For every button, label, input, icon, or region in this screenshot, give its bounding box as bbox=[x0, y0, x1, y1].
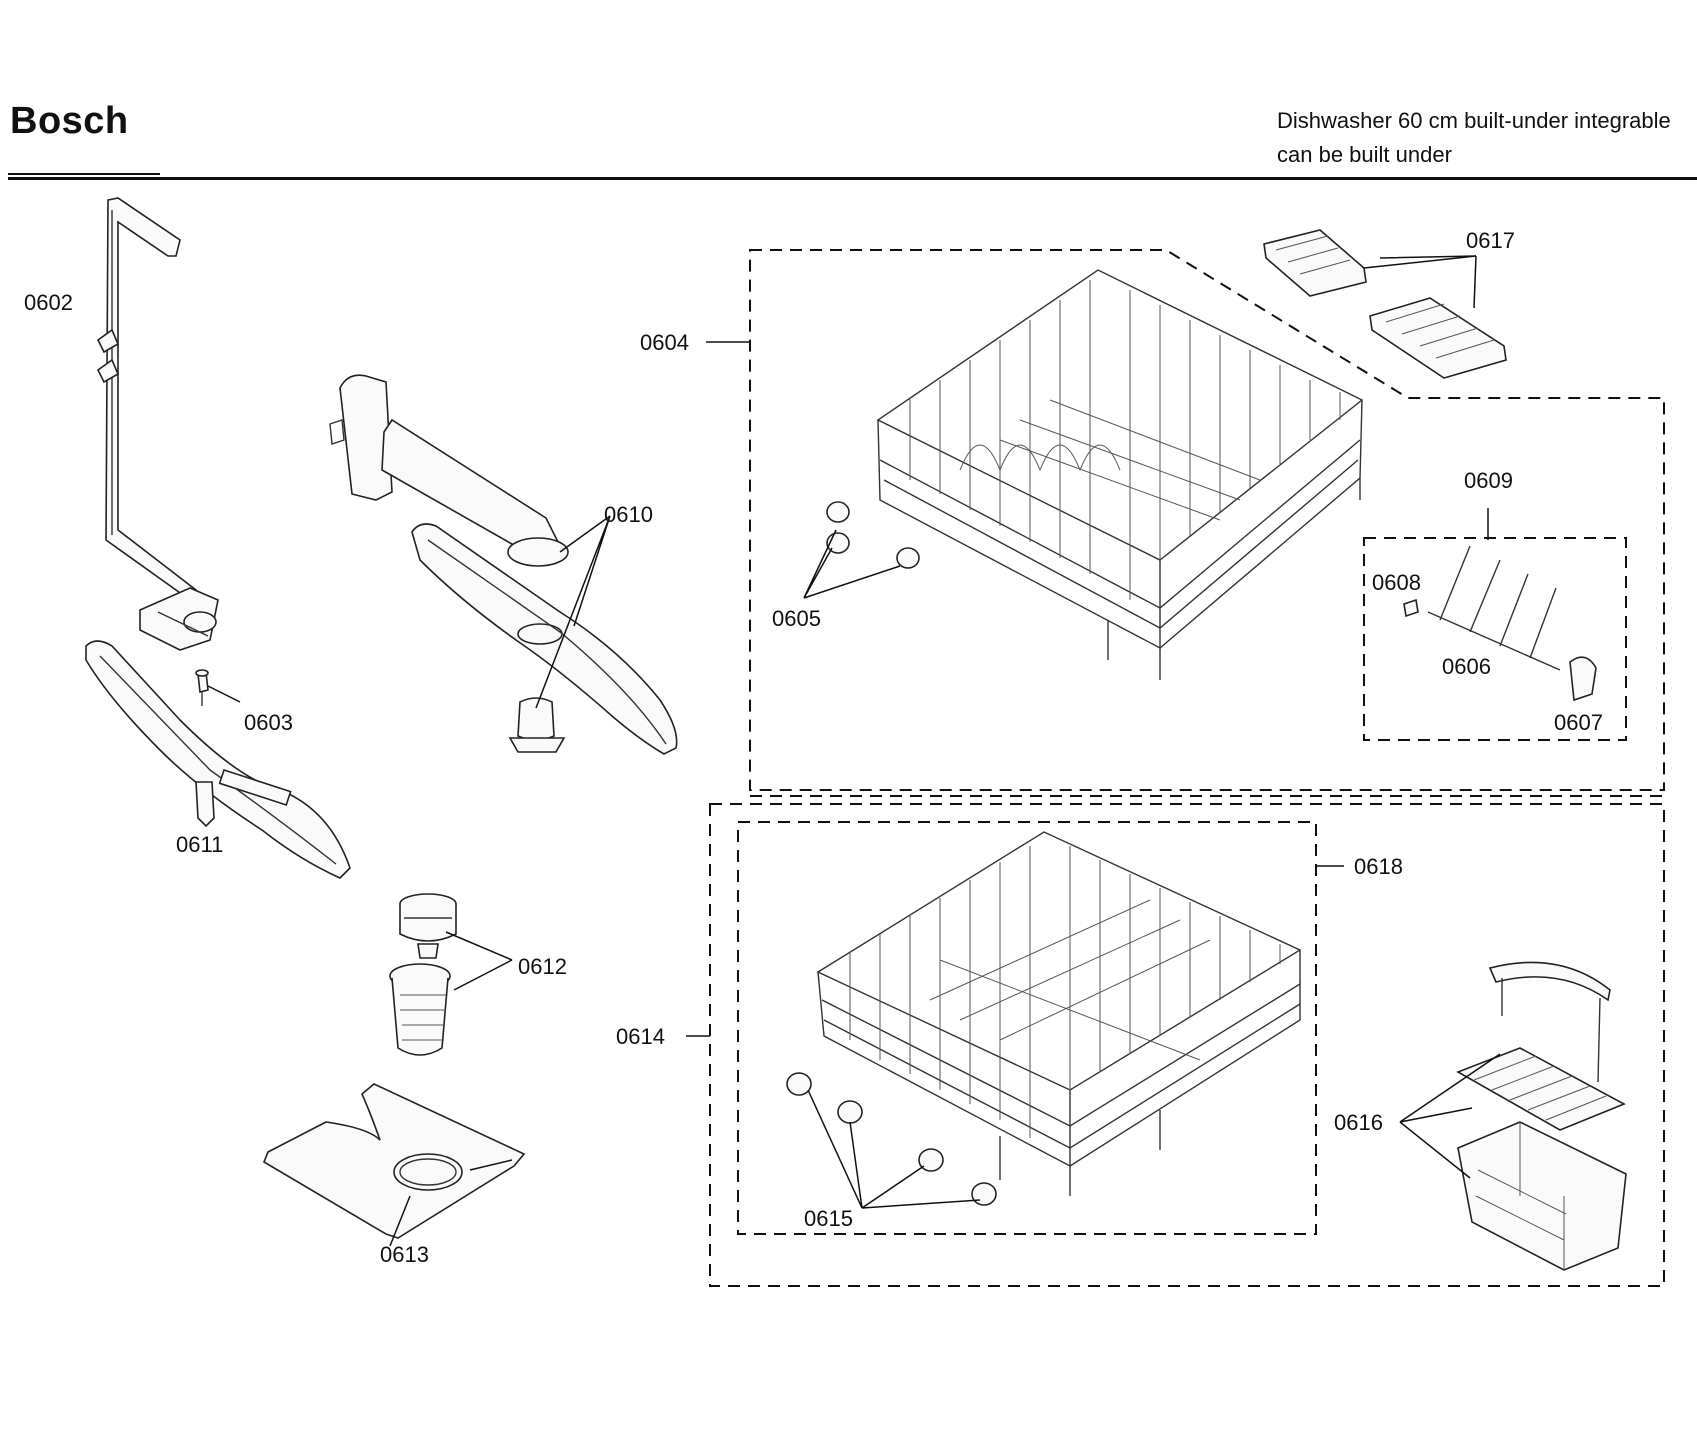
part-0602-supply-pipe[interactable] bbox=[96, 197, 219, 651]
upper-rack-box bbox=[749, 249, 1665, 791]
callout-0618[interactable]: 0618 bbox=[1354, 854, 1403, 879]
part-0618-lower-rack[interactable] bbox=[816, 831, 1302, 1196]
callout-0609[interactable]: 0609 bbox=[1464, 468, 1513, 493]
model-description: Dishwasher 60 cm built-under integrable … bbox=[1277, 104, 1671, 172]
part-0604-upper-rack[interactable] bbox=[876, 269, 1364, 680]
lower-rack-inner-box bbox=[737, 821, 1317, 1235]
model-description-line1: Dishwasher 60 cm built-under integrable bbox=[1277, 108, 1671, 133]
part-0607-hinge[interactable] bbox=[1569, 656, 1597, 702]
part-0617-tine-racks[interactable] bbox=[1263, 229, 1507, 379]
callout-0612[interactable]: 0612 bbox=[518, 954, 567, 979]
callout-0613[interactable]: 0613 bbox=[380, 1242, 429, 1267]
callout-0607[interactable]: 0607 bbox=[1554, 710, 1603, 735]
header-rule-short bbox=[8, 173, 160, 175]
brand-title: Bosch bbox=[10, 100, 129, 142]
callout-0614[interactable]: 0614 bbox=[616, 1024, 665, 1049]
header-rule bbox=[8, 177, 1697, 180]
part-0603-screw[interactable] bbox=[195, 669, 209, 706]
callout-0604[interactable]: 0604 bbox=[640, 330, 689, 355]
callout-0603[interactable]: 0603 bbox=[244, 710, 293, 735]
part-0616-cutlery-basket[interactable] bbox=[1456, 961, 1627, 1271]
model-description-line2: can be built under bbox=[1277, 142, 1452, 167]
callout-0610[interactable]: 0610 bbox=[604, 502, 653, 527]
part-0608-clip[interactable] bbox=[1403, 598, 1419, 618]
callout-0616[interactable]: 0616 bbox=[1334, 1110, 1383, 1135]
part-0606-cup-shelf[interactable] bbox=[1427, 545, 1561, 671]
callout-0605[interactable]: 0605 bbox=[772, 606, 821, 631]
part-0615-rollers[interactable] bbox=[786, 1072, 997, 1206]
part-0611-lower-spray-arm[interactable] bbox=[85, 640, 351, 879]
part-0605-rollers[interactable] bbox=[826, 501, 920, 569]
part-0612-filter-set[interactable] bbox=[389, 893, 457, 1056]
part-0613-filter-plate[interactable] bbox=[263, 1083, 526, 1239]
callout-0615[interactable]: 0615 bbox=[804, 1206, 853, 1231]
callout-0611[interactable]: 0611 bbox=[176, 832, 223, 857]
callout-0602[interactable]: 0602 bbox=[24, 290, 73, 315]
callout-0608[interactable]: 0608 bbox=[1372, 570, 1421, 595]
lower-rack-outer-box bbox=[709, 803, 1665, 1287]
leader-lines bbox=[207, 255, 1501, 1247]
callout-0617[interactable]: 0617 bbox=[1466, 228, 1515, 253]
cup-shelf-box bbox=[1363, 537, 1627, 741]
callout-0606[interactable]: 0606 bbox=[1442, 654, 1491, 679]
part-0610-upper-spray-arm[interactable] bbox=[329, 374, 678, 755]
